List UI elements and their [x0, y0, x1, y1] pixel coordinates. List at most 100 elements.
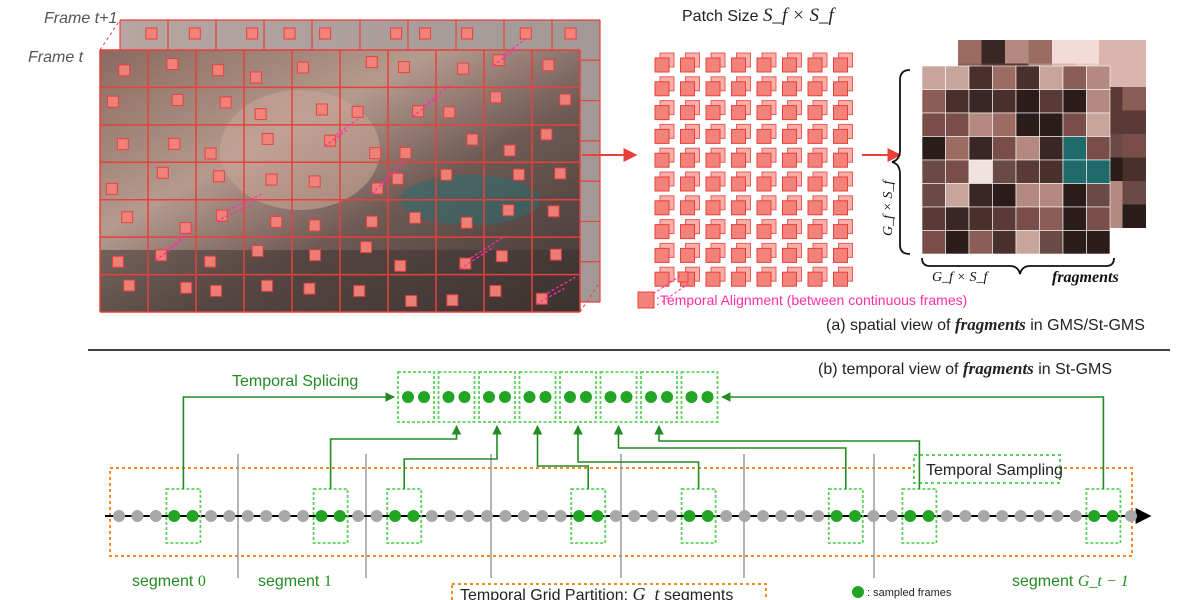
spliced-box: [437, 371, 476, 423]
frame-t-patch: [443, 106, 456, 119]
spliced-frame-dot: [458, 391, 471, 403]
fragment-tile-front: [1015, 89, 1040, 114]
legend-patch-back: [677, 271, 689, 283]
patch-front: [680, 105, 695, 121]
patch-front: [731, 176, 746, 192]
temporal-sampling-label: Temporal Sampling: [926, 462, 1063, 479]
fragment-tile-front: [1039, 65, 1064, 90]
frame-t-patch: [106, 95, 119, 108]
alignment-link: [546, 276, 576, 294]
frame-t-patch: [394, 259, 407, 272]
patch-front: [705, 247, 721, 263]
frame-t-patch: [369, 147, 382, 160]
patch-front: [782, 224, 797, 240]
frame-dot: [278, 510, 291, 522]
fragment-tile-back: [1122, 87, 1146, 111]
patch-front: [782, 247, 797, 263]
patch-front: [705, 200, 721, 216]
frame-t-patch: [495, 250, 508, 263]
segment-0-label: segment 0: [132, 573, 206, 590]
frame-dot: [499, 510, 512, 522]
splicing-connector: [532, 425, 589, 489]
frame-next-patch: [419, 27, 432, 40]
frame-dot: [738, 510, 751, 522]
fragment-tile-back: [1122, 40, 1146, 64]
patch-front: [782, 152, 797, 168]
patch-front: [731, 200, 746, 216]
frame-t-patch: [204, 147, 217, 160]
frame-dot: [370, 510, 383, 522]
patch-front: [782, 200, 797, 216]
frame-dot: [793, 510, 806, 522]
frame-t-patch: [440, 168, 453, 181]
fragment-tile-front: [968, 136, 993, 161]
frame-t-patch: [397, 61, 410, 74]
horizontal-brace: [921, 257, 1115, 275]
frame-dot: [885, 510, 898, 522]
alignment-link: [166, 227, 196, 251]
patch-front: [782, 81, 797, 97]
vertical-brace: [891, 69, 911, 255]
temporal-splicing-label: Temporal Splicing: [232, 373, 358, 390]
fragment-tile-front: [1062, 230, 1087, 255]
frame-t-patch: [309, 249, 322, 262]
fragment-tile-back: [1099, 40, 1123, 64]
legend-temporal-alignment: :Temporal Alignment (between continuous …: [637, 271, 967, 309]
sampled-frame-dot: [168, 510, 181, 522]
frame-next-patch: [283, 27, 296, 40]
fragment-tile-back: [1028, 40, 1052, 64]
frame-t-label: Frame t: [28, 49, 84, 66]
patch-front: [833, 57, 848, 73]
patch-front: [654, 152, 670, 168]
fragments-stack: [921, 40, 1146, 255]
sampled-frame-dot: [683, 510, 696, 522]
frame-t-patch: [351, 105, 364, 118]
alignment-link: [216, 204, 251, 222]
patch-front: [807, 81, 823, 97]
sampled-frame-dot: [315, 510, 328, 522]
frame-next-patch: [246, 27, 259, 40]
spliced-frame-dot: [580, 391, 592, 403]
fragment-tile-front: [1039, 183, 1064, 208]
frame-t-patch: [399, 146, 412, 159]
patch-front: [654, 57, 670, 73]
frame-t-patch: [179, 222, 192, 235]
fragment-tile-front: [945, 230, 970, 255]
fragment-tile-front: [1062, 183, 1087, 208]
frame-dot: [812, 510, 825, 522]
patch-front: [782, 105, 797, 121]
frame-t-patch: [324, 134, 337, 147]
sampled-frame-dot: [333, 510, 346, 522]
patch-front: [731, 247, 746, 263]
patch-front: [680, 81, 695, 97]
frame-dot: [1125, 510, 1137, 522]
patch-front: [680, 247, 695, 263]
frame-dot: [536, 510, 549, 522]
partition-label: Temporal Grid Partition: G_t segments: [460, 584, 733, 600]
patch-front: [680, 128, 695, 144]
frame-t-patch: [360, 241, 373, 254]
frame-t-patch: [296, 61, 309, 74]
fragment-tile-back: [981, 40, 1005, 64]
fragment-tile-front: [968, 230, 993, 255]
fragment-tile-front: [1086, 65, 1111, 90]
fragment-tile-back: [1052, 40, 1076, 64]
frame-t-patch: [210, 284, 223, 297]
fragment-tile-front: [1062, 65, 1087, 90]
frame-t-patch: [489, 284, 502, 297]
patch-front: [731, 81, 746, 97]
patch-front: [756, 81, 772, 97]
patch-front: [782, 176, 797, 192]
frame-t-patch: [466, 133, 479, 146]
frame-dot: [1069, 510, 1082, 522]
fragment-tile-back: [1122, 134, 1146, 158]
patch-front: [807, 128, 823, 144]
gxs-horizontal-label: G_f × S_f: [932, 270, 989, 285]
frame-t-patch: [168, 137, 181, 150]
legend-sampled-dot: [852, 586, 864, 598]
fragment-tile-front: [1086, 183, 1111, 208]
patch-front: [654, 105, 670, 121]
sampled-frame-dot: [1106, 510, 1119, 522]
frame-t-patch: [542, 59, 555, 72]
patch-front: [654, 247, 670, 263]
